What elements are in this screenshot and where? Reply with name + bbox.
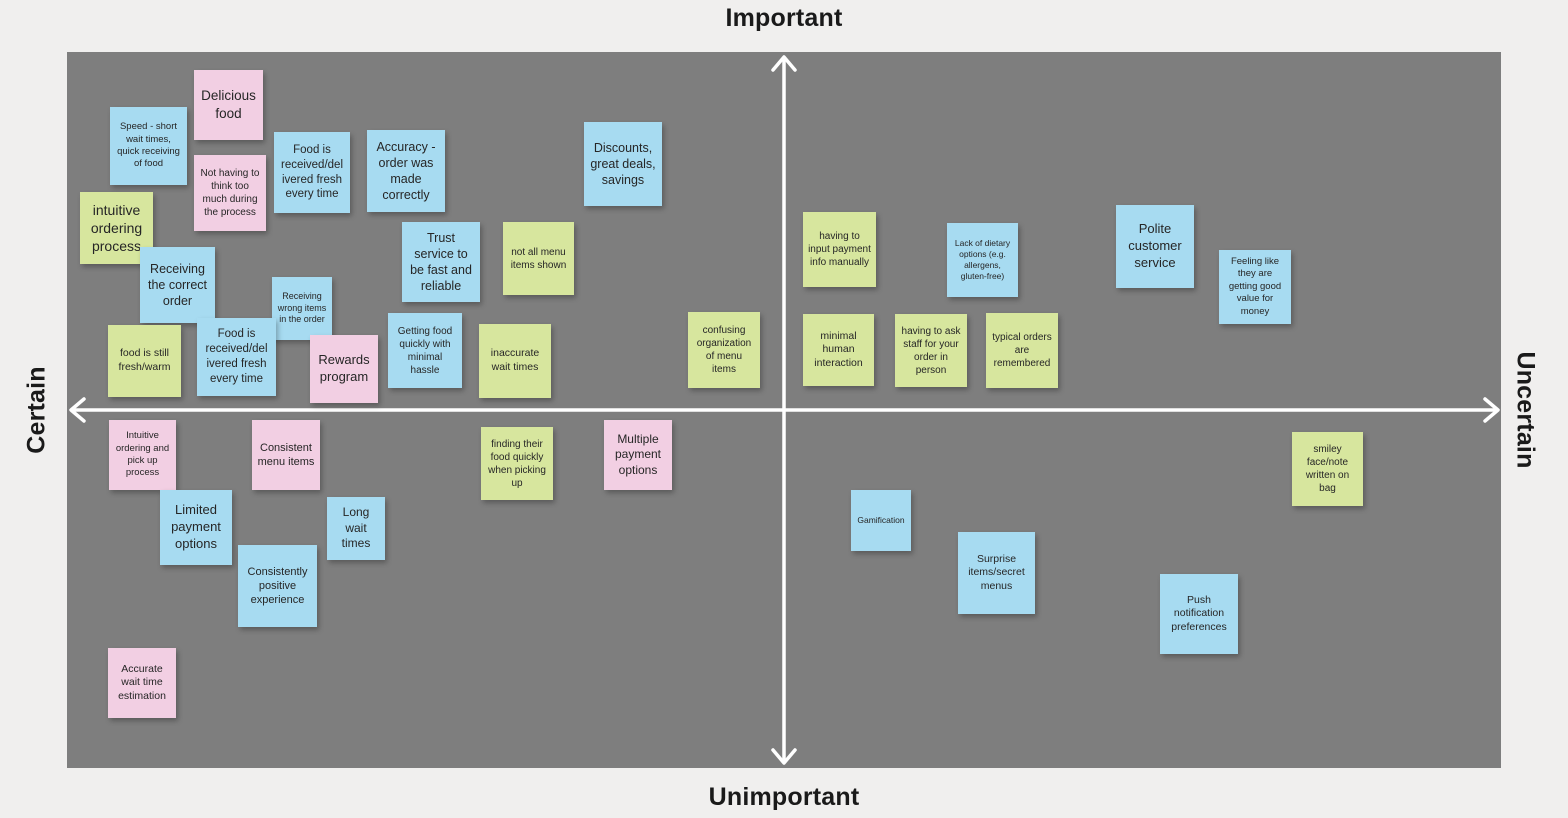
sticky-note[interactable]: Consistently positive experience: [238, 545, 317, 627]
sticky-note[interactable]: Intuitive ordering and pick up process: [109, 420, 176, 490]
sticky-note[interactable]: Multiple payment options: [604, 420, 672, 490]
sticky-note[interactable]: Feeling like they are getting good value…: [1219, 250, 1291, 324]
sticky-note[interactable]: Consistent menu items: [252, 420, 320, 490]
sticky-note[interactable]: Rewards program: [310, 335, 378, 403]
sticky-note[interactable]: Receiving the correct order: [140, 247, 215, 323]
sticky-note[interactable]: Trust service to be fast and reliable: [402, 222, 480, 302]
sticky-note[interactable]: Food is received/del ivered fresh every …: [197, 318, 276, 396]
axis-label-important: Important: [725, 4, 843, 32]
sticky-note[interactable]: inaccurate wait times: [479, 324, 551, 398]
sticky-note[interactable]: Speed - short wait times, quick receivin…: [110, 107, 187, 185]
sticky-note[interactable]: Surprise items/secret menus: [958, 532, 1035, 614]
sticky-note[interactable]: Food is received/del ivered fresh every …: [274, 132, 350, 213]
sticky-note[interactable]: not all menu items shown: [503, 222, 574, 295]
sticky-note[interactable]: minimal human interaction: [803, 314, 874, 386]
sticky-note[interactable]: Receiving wrong items in the order: [272, 277, 332, 340]
sticky-note[interactable]: Accuracy - order was made correctly: [367, 130, 445, 212]
sticky-note[interactable]: having to ask staff for your order in pe…: [895, 314, 967, 387]
sticky-note[interactable]: finding their food quickly when picking …: [481, 427, 553, 500]
sticky-note[interactable]: Push notification preferences: [1160, 574, 1238, 654]
sticky-note[interactable]: food is still fresh/warm: [108, 325, 181, 397]
sticky-note[interactable]: confusing organization of menu items: [688, 312, 760, 388]
sticky-note[interactable]: Accurate wait time estimation: [108, 648, 176, 718]
sticky-note[interactable]: Long wait times: [327, 497, 385, 560]
sticky-note[interactable]: smiley face/note written on bag: [1292, 432, 1363, 506]
sticky-note[interactable]: Getting food quickly with minimal hassle: [388, 313, 462, 388]
sticky-note[interactable]: Limited payment options: [160, 490, 232, 565]
sticky-note[interactable]: Discounts, great deals, savings: [584, 122, 662, 206]
axis-label-certain: Certain: [22, 366, 51, 454]
sticky-note[interactable]: Not having to think too much during the …: [194, 155, 266, 231]
axis-label-uncertain: Uncertain: [1511, 351, 1540, 469]
sticky-note[interactable]: having to input payment info manually: [803, 212, 876, 287]
sticky-note[interactable]: Delicious food: [194, 70, 263, 140]
sticky-note[interactable]: Polite customer service: [1116, 205, 1194, 288]
axis-label-unimportant: Unimportant: [708, 783, 860, 811]
sticky-note[interactable]: Gamification: [851, 490, 911, 551]
sticky-note[interactable]: typical orders are remembered: [986, 313, 1058, 388]
sticky-note[interactable]: Lack of dietary options (e.g. allergens,…: [947, 223, 1018, 297]
